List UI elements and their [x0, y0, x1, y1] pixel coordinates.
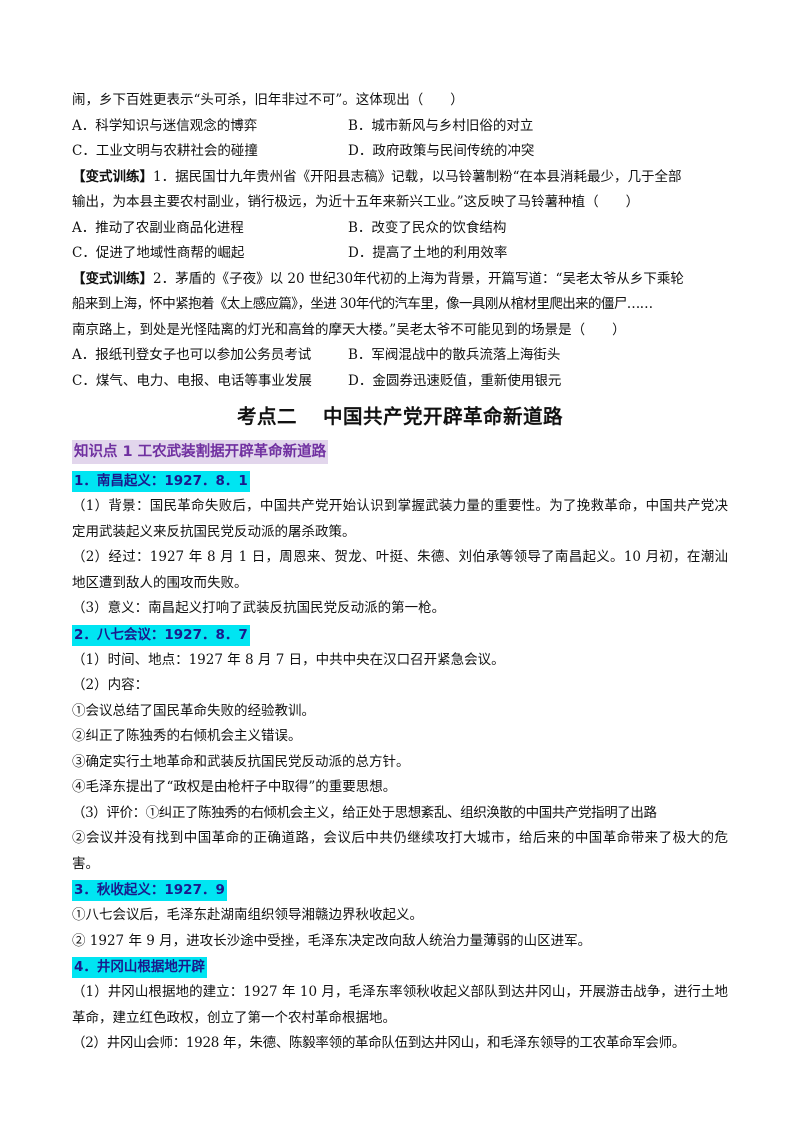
option-b: B．军阀混战中的散兵流落上海街头 [348, 347, 561, 363]
paragraph: （1）背景：国民革命失败后，中国共产党开始认识到掌握武装力量的重要性。为了挽救革… [72, 498, 728, 540]
exercise-1-line1: 1．据民国廿九年贵州省《开阳县志稿》记载，以马铃薯制粉“在本县消耗最少，几于全部 [153, 168, 682, 185]
list-item: ①八七会议后，毛泽东赴湖南组织领导湘赣边界秋收起义。 [72, 907, 423, 923]
exercise-2-line1: 2．茅盾的《子夜》以 20 世纪30年代初的上海为背景，开篇写道：“吴老太爷从乡… [153, 270, 684, 287]
subheading-row: 3．秋收起义：1927．9 [72, 879, 728, 902]
exercise-1-line2: 输出，为本县主要农村副业，销行极远，为近十五年来新兴工业。”这反映了马铃薯种植（… [72, 194, 640, 210]
exercise-1-text: 【变式训练】1．据民国廿九年贵州省《开阳县志稿》记载，以马铃薯制粉“在本县消耗最… [72, 165, 728, 191]
options-row: A．推动了农副业商品化进程 B．改变了民众的饮食结构 [72, 216, 728, 242]
exercise-tag: 【变式训练】 [72, 270, 153, 287]
list-item: ④毛泽东提出了“政权是由枪杆子中取得”的重要思想。 [72, 779, 397, 795]
option-a: A．科学知识与迷信观念的博弈 [72, 117, 258, 134]
options-row: A．报纸刊登女子也可以参加公务员考试 B．军阀混战中的散兵流落上海街头 [72, 343, 728, 369]
option-c: C．工业文明与农耕社会的碰撞 [72, 143, 258, 159]
list-item: ③确定实行土地革命和武装反抗国民党反动派的总方针。 [72, 753, 410, 770]
option-c: C．煤气、电力、电报、电话等事业发展 [72, 372, 312, 389]
document-page: 闹，乡下百姓更表示“头可杀，旧年非过不可”。这体现出（ ） A．科学知识与迷信观… [72, 88, 728, 1057]
paragraph: （2）井冈山会师：1928 年，朱德、陈毅率领的革命队伍到达井冈山，和毛泽东领导… [72, 1035, 686, 1051]
option-b: B．城市新风与乡村旧俗的对立 [348, 117, 534, 134]
subheading-row: 1．南昌起义：1927．8．1 [72, 470, 728, 493]
section-number: 考点二 [236, 405, 297, 428]
august-seventh-meeting-heading: 2．八七会议：1927．8．7 [72, 624, 250, 646]
jinggangshan-heading: 4．井冈山根据地开辟 [72, 957, 207, 978]
knowledge-point-row: 知识点 1 工农武装割据开辟革命新道路 [72, 438, 728, 468]
exercise-tag: 【变式训练】 [72, 168, 153, 185]
list-item: ②纠正了陈独秀的右倾机会主义错误。 [72, 728, 302, 744]
exercise-2-line3: 南京路上，到处是光怪陆离的灯光和高耸的摩天大楼。”吴老太爷不可能见到的场景是（ … [72, 321, 626, 338]
paragraph: （2）经过：1927 年 8 月 1 日，周恩来、贺龙、叶挺、朱德、刘伯承等领导… [72, 549, 728, 591]
section-title: 中国共产党开辟革命新道路 [323, 405, 564, 428]
list-item: ①会议总结了国民革命失败的经验教训。 [72, 702, 315, 719]
options-row: C．工业文明与农耕社会的碰撞 D．政府政策与民间传统的冲突 [72, 139, 728, 165]
option-a: A．推动了农副业商品化进程 [72, 219, 244, 236]
options-row: C．促进了地域性商帮的崛起 D．提高了土地的利用效率 [72, 241, 728, 267]
subheading-row: 2．八七会议：1927．8．7 [72, 624, 728, 647]
paragraph: ②会议并没有找到中国革命的正确道路，会议后中共仍继续攻打大城市，给后来的中国革命… [72, 830, 728, 872]
subheading-row: 4．井冈山根据地开辟 [72, 956, 728, 979]
paragraph: （1）井冈山根据地的建立：1927 年 10 月，毛泽东率领秋收起义部队到达井冈… [72, 984, 728, 1026]
nanchang-uprising-heading: 1．南昌起义：1927．8．1 [72, 471, 250, 492]
option-d: D．金圆券迅速贬值，重新使用银元 [348, 372, 562, 389]
option-b: B．改变了民众的饮食结构 [348, 219, 507, 236]
option-a: A．报纸刊登女子也可以参加公务员考试 [72, 347, 312, 363]
options-row: C．煤气、电力、电报、电话等事业发展 D．金圆券迅速贬值，重新使用银元 [72, 369, 728, 395]
question-text: 闹，乡下百姓更表示“头可杀，旧年非过不可”。这体现出（ ） [72, 92, 464, 108]
option-d: D．政府政策与民间传统的冲突 [348, 143, 535, 159]
section-heading: 考点二 中国共产党开辟革命新道路 [72, 402, 728, 432]
autumn-harvest-uprising-heading: 3．秋收起义：1927．9 [72, 880, 227, 901]
exercise-2-text: 【变式训练】2．茅盾的《子夜》以 20 世纪30年代初的上海为背景，开篇写道：“… [72, 267, 728, 293]
option-c: C．促进了地域性商帮的崛起 [72, 245, 245, 261]
paragraph: （3）意义：南昌起义打响了武装反抗国民党反动派的第一枪。 [72, 600, 446, 616]
paragraph: （3）评价：①纠正了陈独秀的右倾机会主义，给正处于思想紊乱、组织涣散的中国共产党… [72, 804, 657, 821]
list-item: ② 1927 年 9 月，进攻长沙途中受挫，毛泽东决定改向敌人统治力量薄弱的山区… [72, 932, 592, 949]
option-d: D．提高了土地的利用效率 [348, 245, 508, 261]
paragraph: （2）内容： [72, 677, 149, 693]
knowledge-point-heading: 知识点 1 工农武装割据开辟革命新道路 [72, 440, 329, 464]
exercise-2-line2: 船来到上海，怀中紧抱着《太上感应篇》，坐进 30年代的汽车里，像一具刚从棺材里爬… [72, 296, 653, 312]
paragraph: （1）时间、地点：1927 年 8 月 7 日，中共中央在汉口召开紧急会议。 [72, 651, 505, 668]
options-row: A．科学知识与迷信观念的博弈 B．城市新风与乡村旧俗的对立 [72, 114, 728, 140]
